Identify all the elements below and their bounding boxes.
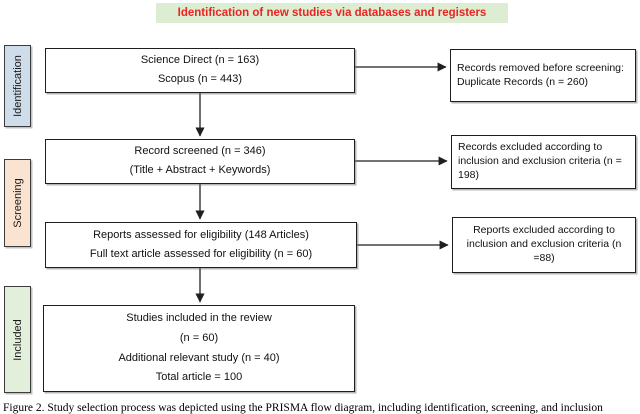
- box-database-records: Science Direct (n = 163) Scopus (n = 443…: [45, 48, 355, 93]
- box-line: Studies included in the review: [126, 312, 272, 324]
- box-reports-assessed: Reports assessed for eligibility (148 Ar…: [45, 222, 357, 268]
- box-studies-included: Studies included in the review (n = 60) …: [43, 305, 355, 392]
- stage-label-screening: Screening: [4, 159, 31, 247]
- stage-label-text: Included: [11, 318, 24, 361]
- box-line: (n = 60): [179, 331, 219, 344]
- box-line: (Title + Abstract + Keywords): [129, 164, 271, 177]
- box-records-excluded: Records excluded according to inclusion …: [451, 135, 636, 189]
- banner-label: Identification of new studies via databa…: [177, 7, 487, 19]
- stage-label-identification: Identification: [4, 45, 31, 127]
- box-line: Scopus (n = 443): [157, 73, 243, 86]
- stage-label-text: Screening: [11, 178, 24, 228]
- box-line: Record screened (n = 346): [134, 145, 266, 158]
- banner-databases-registers: Identification of new studies via databa…: [156, 3, 508, 23]
- box-records-removed: Records removed before screening: Duplic…: [450, 49, 636, 102]
- box-records-screened: Record screened (n = 346) (Title + Abstr…: [45, 139, 355, 184]
- side-box-text: Reports excluded according to inclusion …: [466, 224, 622, 264]
- stage-label-included: Included: [4, 286, 31, 393]
- box-line: Total article = 100: [155, 371, 243, 384]
- box-reports-excluded: Reports excluded according to inclusion …: [452, 217, 636, 273]
- side-box-text: Records removed before screening: Duplic…: [457, 61, 624, 88]
- box-line: Additional relevant study (n = 40): [118, 351, 280, 364]
- box-line: Science Direct (n = 163): [140, 54, 260, 67]
- box-line: Full text article assessed for eligibili…: [89, 247, 313, 260]
- stage-label-text: Identification: [11, 55, 24, 117]
- box-line: Reports assessed for eligibility (148 Ar…: [93, 228, 309, 241]
- side-box-text: Records excluded according to inclusion …: [458, 141, 622, 181]
- figure-caption: Figure 2. Study selection process was de…: [3, 402, 603, 414]
